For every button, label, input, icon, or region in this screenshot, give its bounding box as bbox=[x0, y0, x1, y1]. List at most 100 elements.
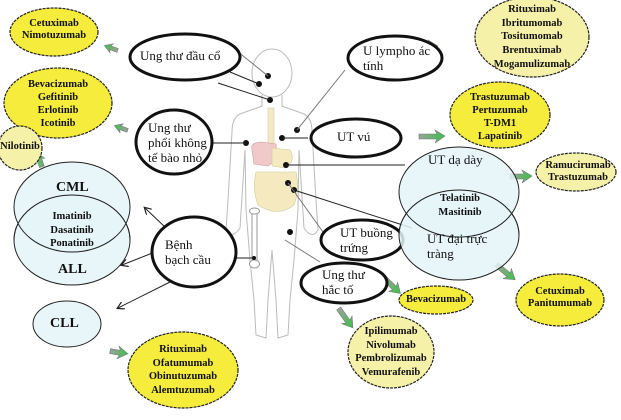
drug-ellipse-ovarian[interactable] bbox=[398, 285, 474, 315]
drugs-cml-all: Imatinib Dasatinib Ponatinib bbox=[42, 210, 102, 251]
drugs-colorectal: Cetuximab Panitumumab bbox=[520, 286, 600, 310]
ellipse-breast[interactable] bbox=[309, 117, 403, 159]
drug-item: Trastuzumab bbox=[548, 172, 608, 184]
ellipse-nsclc[interactable] bbox=[134, 108, 214, 176]
label-lymphoma-line1: U lympho ác bbox=[363, 43, 431, 58]
ellipse-melanoma[interactable] bbox=[299, 261, 389, 305]
label-leukemia-line2: bạch cầu bbox=[165, 251, 211, 267]
label-head-neck: Ung thư đầu cổ bbox=[140, 48, 221, 63]
drug-item: Cetuximab bbox=[535, 286, 585, 297]
drug-item: Masitinib bbox=[438, 206, 482, 218]
drug-item: Ibritumomab bbox=[501, 17, 563, 29]
label-leukemia: Bệnh bạch cầu bbox=[165, 237, 211, 268]
label-cml: CML bbox=[56, 180, 89, 195]
drugs-lymphoma: Rituximab Ibritumomab Tositumomab Brentu… bbox=[482, 3, 582, 71]
drug-ellipses bbox=[0, 0, 617, 409]
ellipse-leukemia[interactable] bbox=[150, 215, 238, 289]
drug-ellipse-lymphoma[interactable] bbox=[474, 0, 590, 78]
label-leukemia-line1: Bệnh bbox=[165, 237, 193, 252]
disease-ellipses bbox=[128, 32, 444, 305]
label-ovarian: UT buồng trứng bbox=[340, 225, 393, 256]
drug-item: Icotinib bbox=[40, 118, 76, 130]
ellipse-cll[interactable] bbox=[32, 300, 102, 348]
drug-item: Telatinib bbox=[440, 193, 480, 204]
arrow-breast bbox=[418, 129, 446, 144]
drug-item: Bevacizumab bbox=[27, 79, 89, 90]
arrow-cll bbox=[109, 345, 129, 360]
drugs-head-neck: Cetuximab Nimotuzumab bbox=[14, 18, 94, 42]
drug-item: Erlotinib bbox=[37, 105, 79, 117]
drug-item: Ponatinib bbox=[50, 238, 94, 250]
drug-item: Rituximab bbox=[508, 4, 556, 15]
label-melanoma-line1: Ung thư bbox=[322, 267, 365, 282]
drug-item: Lapatinib bbox=[477, 131, 523, 143]
label-cll: CLL bbox=[50, 316, 79, 331]
label-nsclc-line2: phổi không bbox=[148, 134, 207, 150]
drug-item: Tositumomab bbox=[501, 31, 563, 43]
drug-item: Nivolumab bbox=[366, 339, 416, 351]
drug-item: Pembrolizumab bbox=[355, 353, 427, 365]
label-breast: UT vú bbox=[337, 129, 371, 144]
label-lymphoma: U lympho ác tính bbox=[363, 43, 431, 74]
bone-figure bbox=[249, 207, 260, 269]
label-melanoma: Ung thư hắc tố bbox=[322, 267, 365, 298]
drug-ellipse-colorectal[interactable] bbox=[515, 273, 605, 327]
drug-ellipse-stomach[interactable] bbox=[535, 152, 617, 192]
ellipse-lymphoma[interactable] bbox=[346, 34, 444, 82]
drug-item: Obinutuzumab bbox=[148, 371, 218, 383]
label-lymphoma-line2: tính bbox=[363, 57, 384, 73]
drug-item: Ofatumumab bbox=[152, 357, 214, 369]
arrow-melanoma bbox=[336, 306, 354, 329]
label-colorectal: UT đại trực tràng bbox=[427, 231, 488, 262]
drug-item: Mogamulizumab bbox=[493, 58, 571, 70]
drugs-melanoma: Ipilimumab Nivolumab Pembrolizumab Vemur… bbox=[351, 325, 431, 380]
drug-ellipse-breast[interactable] bbox=[449, 81, 551, 149]
drug-item: Nimotuzumab bbox=[21, 30, 87, 42]
drug-item: Trastuzumab bbox=[470, 92, 530, 103]
ellipse-stomach[interactable] bbox=[398, 146, 520, 238]
label-colorectal-line2: tràng bbox=[427, 245, 454, 261]
drug-ellipse-nilotinib[interactable] bbox=[0, 125, 43, 171]
ellipse-head-neck[interactable] bbox=[128, 32, 242, 82]
drug-item: Imatinib bbox=[52, 211, 92, 222]
label-nsclc-line1: Ung thư bbox=[148, 120, 191, 135]
label-melanoma-line2: hắc tố bbox=[322, 281, 354, 297]
drugs-ovarian: Bevacizumab bbox=[405, 294, 467, 305]
drugs-nilotinib: Nilotinib bbox=[0, 141, 40, 152]
label-nsclc: Ung thư phổi không tế bào nhỏ bbox=[148, 120, 207, 166]
drug-ellipse-melanoma[interactable] bbox=[347, 315, 435, 389]
human-body-figure bbox=[225, 48, 319, 339]
arrow-nsclc bbox=[113, 123, 129, 134]
leader-lines bbox=[118, 50, 413, 308]
drug-item: Ramucirumab bbox=[545, 160, 611, 171]
leukemia-ellipses bbox=[13, 146, 520, 348]
drug-item: Vemurafenib bbox=[361, 366, 421, 378]
label-colorectal-line1: UT đại trực bbox=[427, 231, 488, 246]
label-all: ALL bbox=[58, 262, 87, 277]
drug-ellipse-cll[interactable] bbox=[127, 331, 239, 409]
intestines bbox=[254, 171, 298, 212]
drug-item: Alemtuzumab bbox=[151, 384, 215, 396]
drugs-stomach: Ramucirumab Trastuzumab bbox=[540, 160, 616, 184]
drugs-stomach-colorectal: Telatinib Masitinib bbox=[430, 192, 490, 219]
label-ovarian-line2: trứng bbox=[340, 239, 368, 255]
drug-item: Panitumumab bbox=[527, 298, 593, 310]
drug-item: Pertuzumab bbox=[472, 105, 528, 117]
drugs-cll: Rituximab Ofatumumab Obinutuzumab Alemtu… bbox=[143, 343, 223, 398]
drug-item: Brentuximab bbox=[502, 44, 562, 56]
drugs-nsclc: Bevacizumab Gefitinib Erlotinib Icotinib bbox=[14, 78, 102, 131]
drugs-breast: Trastuzumab Pertuzumab T-DM1 Lapatinib bbox=[460, 91, 540, 144]
drug-ellipse-head-neck[interactable] bbox=[9, 7, 99, 57]
arrow-head-neck bbox=[103, 43, 119, 54]
label-ovarian-line1: UT buồng bbox=[340, 225, 393, 240]
colorectal-overlap-edge bbox=[398, 189, 520, 236]
drug-ellipse-nsclc[interactable] bbox=[3, 67, 113, 139]
drug-item: Rituximab bbox=[159, 344, 207, 355]
all-overlap-edge bbox=[13, 194, 131, 241]
drug-item: Gefitinib bbox=[37, 92, 79, 104]
label-stomach: UT dạ dày bbox=[428, 152, 483, 167]
ellipse-cml[interactable] bbox=[13, 161, 131, 253]
liver bbox=[251, 141, 277, 167]
